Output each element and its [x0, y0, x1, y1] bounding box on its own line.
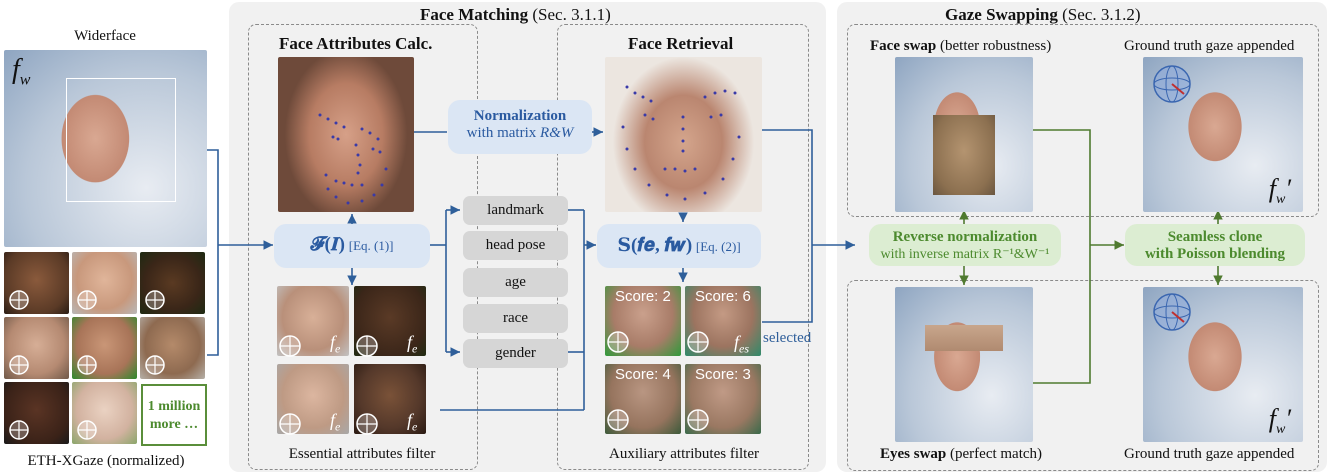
retrieval-title: Face Retrieval — [628, 34, 734, 53]
face-matching-title: Face Matching (Sec. 3.1.1) — [420, 5, 611, 24]
landmark-dots — [318, 113, 388, 205]
essential-face-1 — [277, 286, 349, 356]
attribute-pill-head-pose: head pose — [463, 231, 568, 260]
reverse-title: Reverse normalization — [892, 229, 1038, 245]
essential-face-2 — [354, 286, 426, 356]
fe-label-4: fe — [407, 410, 418, 434]
eyes-swap-dashed-box — [847, 280, 1319, 471]
eyes-swap-title: Eyes swap (perfect match) — [880, 446, 1043, 462]
gaze-icons-retrieved — [607, 331, 709, 431]
seamless-line-2: with Poisson blending — [1144, 246, 1286, 262]
attribute-pill-age: age — [463, 268, 568, 297]
gaze-sphere-icon-bottom — [1153, 293, 1191, 331]
million-line-1: 1 million — [147, 399, 201, 414]
eth-face-6 — [140, 317, 205, 379]
eth-face-5 — [72, 317, 137, 379]
f-formula-box: 𝓕(𝑰) [Eq. (1)] — [274, 224, 430, 268]
gt-bottom-label: Ground truth gaze appended — [1124, 446, 1295, 462]
fe-label-3: fe — [330, 410, 341, 434]
eth-face-8 — [72, 382, 137, 444]
million-line-2: more … — [149, 417, 199, 432]
normalization-sub: with matrix R&W — [466, 125, 574, 141]
attribute-pill-race: race — [463, 304, 568, 333]
million-more-box: 1 million more … — [141, 384, 207, 446]
score-label-2: Score: 6 — [695, 288, 751, 305]
reverse-normalization-box: Reverse normalization with inverse matri… — [869, 224, 1061, 266]
gt-top-image: fw′ — [1143, 57, 1303, 212]
auxiliary-filter-label: Auxiliary attributes filter — [609, 446, 759, 462]
normalized-landmark-dots — [621, 85, 741, 201]
gaze-icons-eth — [9, 290, 165, 440]
f-eq-ref: [Eq. (1)] — [348, 238, 394, 253]
eth-xgaze-label: ETH-XGaze (normalized) — [27, 453, 185, 469]
eth-face-3 — [140, 252, 205, 314]
eth-face-2 — [72, 252, 137, 314]
f-formula: 𝓕(𝑰) — [310, 234, 345, 255]
eth-face-1 — [4, 252, 69, 314]
face-swap-title: Face swap (better robustness) — [870, 38, 1052, 54]
normalized-face-image — [605, 57, 762, 212]
score-label-1: Score: 2 — [615, 288, 671, 305]
gaze-sphere-icon-top — [1153, 65, 1191, 103]
normalization-title: Normalization — [473, 108, 567, 124]
essential-face-3 — [277, 364, 349, 434]
fe-label-1: fe — [330, 332, 341, 356]
attribute-pill-landmark: landmark — [463, 196, 568, 225]
eyes-swap-image — [895, 287, 1033, 442]
attribute-pill-gender: gender — [463, 339, 568, 368]
seamless-line-1: Seamless clone — [1167, 229, 1263, 245]
fes-label: fes — [734, 332, 750, 356]
face-bounding-box — [66, 78, 176, 202]
s-formula: 𝐒(𝒇𝒆, 𝒇𝒘) — [617, 235, 693, 256]
fe-label-2: fe — [407, 332, 418, 356]
gaze-icons-essential — [279, 335, 378, 435]
gaze-swapping-title: Gaze Swapping (Sec. 3.1.2) — [945, 5, 1141, 24]
essential-face-4 — [354, 364, 426, 434]
s-eq-ref: [Eq. (2)] — [695, 239, 741, 254]
selected-label: selected — [763, 330, 812, 346]
eth-face-4 — [4, 317, 69, 379]
normalization-box: Normalization with matrix R&W — [448, 100, 592, 154]
score-label-3: Score: 4 — [615, 366, 671, 383]
seamless-clone-box: Seamless clone with Poisson blending — [1125, 224, 1305, 266]
eth-face-7 — [4, 382, 69, 444]
fw-prime-top: fw′ — [1268, 173, 1291, 207]
face-swap-image — [895, 57, 1033, 212]
attr-calc-title: Face Attributes Calc. — [279, 34, 433, 53]
score-label-4: Score: 3 — [695, 366, 751, 383]
gt-top-label: Ground truth gaze appended — [1124, 38, 1295, 54]
swapped-eyes-patch — [925, 325, 1003, 351]
widerface-label: Widerface — [74, 28, 136, 44]
swapped-face-patch — [933, 115, 995, 195]
essential-filter-label: Essential attributes filter — [288, 446, 436, 462]
landmark-face-image — [278, 57, 414, 212]
widerface-image: fw — [4, 50, 207, 247]
reverse-sub: with inverse matrix R⁻¹&W⁻¹ — [880, 247, 1050, 262]
s-formula-box: 𝐒(𝒇𝒆, 𝒇𝒘) [Eq. (2)] — [597, 224, 761, 268]
fw-prime-bottom: fw′ — [1268, 403, 1291, 437]
face-swap-dashed-box — [847, 24, 1319, 217]
fw-label: fw — [12, 54, 31, 89]
